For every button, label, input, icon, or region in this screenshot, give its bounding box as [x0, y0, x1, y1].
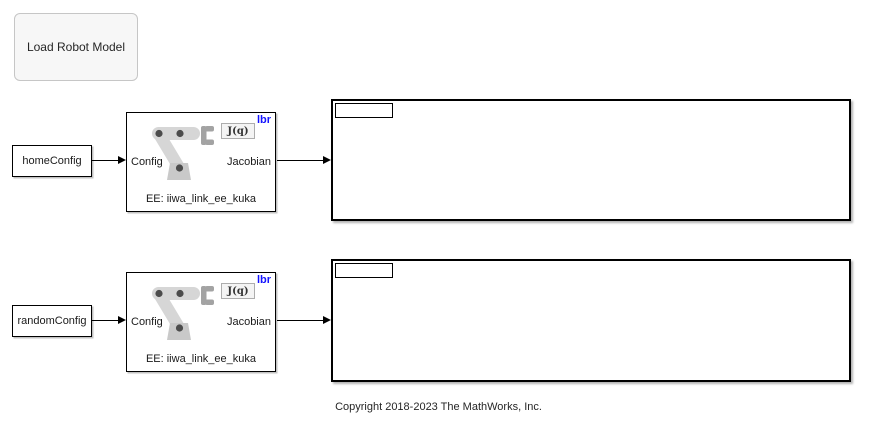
load-robot-model-label: Load Robot Model — [26, 40, 126, 54]
jacobian-formula-text: J(q) — [227, 125, 249, 137]
robot-arm-icon — [152, 286, 214, 340]
input-port-label-config: Config — [131, 316, 163, 328]
source-block-randomconfig[interactable]: randomConfig — [12, 305, 92, 337]
display-value-box — [335, 263, 393, 278]
wire-line[interactable] — [92, 320, 122, 322]
input-port-label-config: Config — [131, 156, 163, 168]
mask-corner-label: lbr — [256, 274, 271, 286]
display-block-random-jacobian[interactable] — [331, 259, 851, 382]
wire-line[interactable] — [277, 320, 324, 322]
jacobian-formula-text: J(q) — [227, 285, 249, 297]
load-robot-model-button[interactable]: Load Robot Model — [14, 13, 138, 81]
end-effector-label: EE: iiwa_link_ee_kuka — [145, 193, 257, 205]
wire-arrowhead-icon — [118, 316, 126, 324]
display-block-home-jacobian[interactable] — [331, 99, 851, 221]
copyright-annotation: Copyright 2018-2023 The MathWorks, Inc. — [335, 401, 542, 413]
end-effector-label: EE: iiwa_link_ee_kuka — [145, 353, 257, 365]
output-port-label-jacobian: Jacobian — [226, 156, 271, 168]
wire-arrowhead-icon — [323, 316, 331, 324]
source-block-label: homeConfig — [22, 155, 82, 167]
source-block-label: randomConfig — [17, 315, 87, 327]
wire-arrowhead-icon — [323, 156, 331, 164]
display-value-box — [335, 103, 393, 118]
wire-line[interactable] — [92, 160, 122, 162]
wire-line[interactable] — [277, 160, 324, 162]
robot-arm-icon — [152, 126, 214, 180]
output-port-label-jacobian: Jacobian — [226, 316, 271, 328]
get-jacobian-block-home[interactable]: lbr J(q) Config Jacobian EE: iiwa_link_e… — [126, 112, 276, 212]
get-jacobian-block-random[interactable]: lbr J(q) Config Jacobian EE: iiwa_link_e… — [126, 272, 276, 372]
mask-corner-label: lbr — [256, 114, 271, 126]
source-block-homeconfig[interactable]: homeConfig — [12, 145, 92, 177]
jacobian-formula-badge: J(q) — [221, 123, 255, 139]
jacobian-formula-badge: J(q) — [221, 283, 255, 299]
wire-arrowhead-icon — [118, 156, 126, 164]
